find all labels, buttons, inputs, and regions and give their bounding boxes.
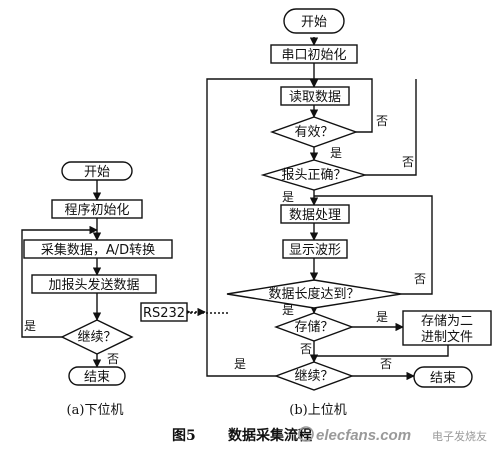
upper-end-node: 结束 bbox=[413, 366, 473, 388]
upper-header-yes-label: 是 bbox=[282, 190, 294, 204]
lower-init-label: 程序初始化 bbox=[64, 203, 129, 218]
upper-subcaption: (b)上位机 bbox=[289, 403, 346, 418]
upper-start-node: 开始 bbox=[283, 8, 345, 34]
connectors bbox=[21, 37, 449, 381]
upper-display-label: 显示波形 bbox=[289, 243, 341, 258]
upper-display-node: 显示波形 bbox=[282, 239, 348, 259]
upper-header-no-label: 否 bbox=[402, 155, 414, 169]
lower-subcaption: (a)下位机 bbox=[67, 403, 124, 418]
upper-continue-yes-label: 是 bbox=[234, 357, 246, 371]
upper-read-node: 读取数据 bbox=[280, 86, 350, 106]
upper-length-decision: 数据长度达到？ bbox=[226, 279, 402, 309]
watermark-brand: elecfans.com bbox=[316, 427, 411, 444]
upper-end-label: 结束 bbox=[430, 371, 456, 386]
upper-length-no-label: 否 bbox=[414, 272, 426, 286]
lower-send-node: 加报头发送数据 bbox=[31, 274, 157, 294]
upper-valid-yes-label: 是 bbox=[330, 146, 342, 160]
watermark-logo-icon bbox=[298, 426, 314, 442]
upper-store-file-line2: 进制文件 bbox=[421, 330, 473, 345]
lower-end-label: 结束 bbox=[84, 370, 110, 385]
lower-end-node: 结束 bbox=[68, 366, 126, 386]
lower-no-label: 否 bbox=[107, 352, 119, 366]
upper-valid-decision: 有效？ bbox=[269, 116, 359, 148]
upper-valid-label: 有效？ bbox=[294, 125, 333, 140]
upper-process-node: 数据处理 bbox=[280, 204, 350, 224]
upper-length-label: 数据长度达到？ bbox=[268, 286, 359, 302]
upper-start-label: 开始 bbox=[301, 15, 327, 30]
upper-store-file-line1: 存储为二 bbox=[421, 314, 473, 329]
lower-continue-label: 继续？ bbox=[77, 330, 116, 345]
upper-valid-no-label: 否 bbox=[376, 114, 388, 128]
rs232-link-box: RS232 bbox=[140, 302, 188, 322]
upper-continue-no-label: 否 bbox=[380, 357, 392, 371]
upper-header-label: 报头正确？ bbox=[281, 168, 346, 183]
upper-store-yes-label: 是 bbox=[376, 310, 388, 324]
lower-yes-label: 是 bbox=[24, 319, 36, 333]
figure-number: 图5 bbox=[172, 428, 196, 444]
upper-length-yes-label: 是 bbox=[282, 303, 294, 317]
upper-serial-init-label: 串口初始化 bbox=[281, 48, 346, 63]
upper-continue-decision: 继续？ bbox=[273, 361, 355, 391]
elecfans-watermark: elecfans.com 电子发烧友 bbox=[298, 426, 487, 444]
upper-header-decision: 报头正确？ bbox=[260, 159, 368, 191]
watermark-tagline: 电子发烧友 bbox=[432, 429, 487, 443]
upper-store-decision: 存储？ bbox=[273, 312, 355, 342]
figure-title: 数据采集流程 bbox=[228, 427, 312, 444]
upper-process-label: 数据处理 bbox=[289, 208, 341, 223]
lower-continue-decision: 继续？ bbox=[60, 319, 134, 355]
upper-read-label: 读取数据 bbox=[289, 90, 341, 105]
lower-acquire-node: 采集数据，A/D转换 bbox=[23, 239, 173, 259]
lower-acquire-label: 采集数据，A/D转换 bbox=[41, 242, 155, 258]
upper-continue-label: 继续？ bbox=[294, 369, 333, 384]
rs232-label: RS232 bbox=[143, 306, 185, 321]
upper-store-label: 存储？ bbox=[294, 320, 333, 335]
upper-store-no-label: 否 bbox=[300, 342, 312, 356]
lower-init-node: 程序初始化 bbox=[51, 199, 143, 219]
upper-store-file-node: 存储为二 进制文件 bbox=[402, 310, 492, 346]
lower-start-node: 开始 bbox=[61, 161, 133, 181]
lower-start-label: 开始 bbox=[84, 165, 110, 180]
lower-send-label: 加报头发送数据 bbox=[48, 277, 139, 293]
upper-serial-init-node: 串口初始化 bbox=[270, 44, 358, 64]
